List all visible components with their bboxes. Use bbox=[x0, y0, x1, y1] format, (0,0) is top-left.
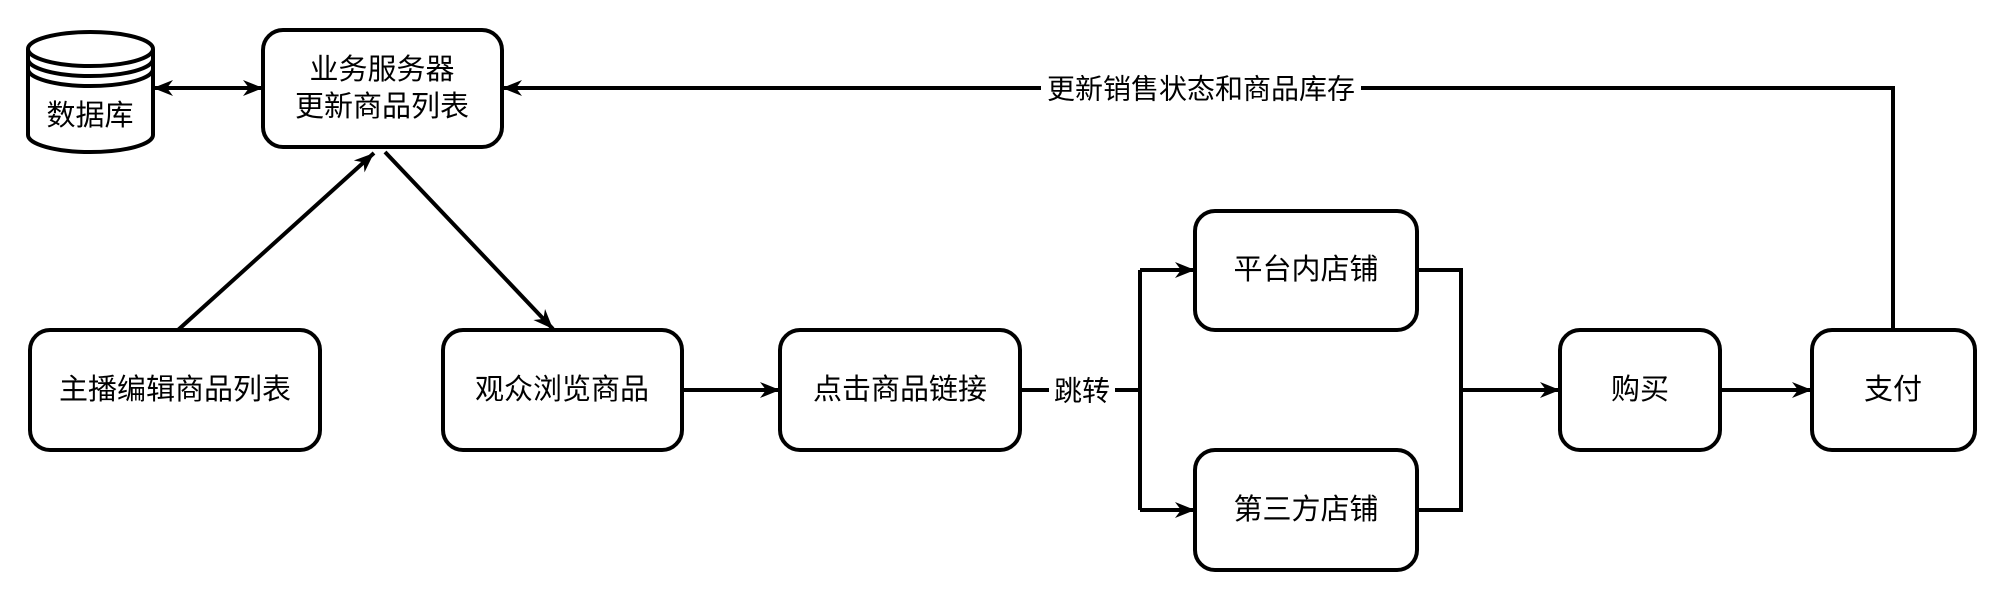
node-click-link-shape bbox=[778, 328, 1022, 452]
database-cylinder-icon bbox=[26, 30, 155, 154]
node-server-label-line1: 业务服务器 bbox=[309, 53, 454, 86]
node-viewer-browse-shape bbox=[441, 328, 684, 452]
node-pay-label: 支付 bbox=[1864, 373, 1922, 406]
node-database: 数据库 bbox=[26, 30, 155, 154]
node-host-edit: 主播编辑商品列表 bbox=[28, 328, 322, 452]
node-click-link-label: 点击商品链接 bbox=[813, 373, 987, 406]
node-viewer-browse: 观众浏览商品 bbox=[441, 328, 684, 452]
node-thirdparty-store-label: 第三方店铺 bbox=[1233, 493, 1378, 526]
edge-pay-server-feedback bbox=[502, 80, 1895, 330]
node-buy-shape bbox=[1558, 328, 1722, 452]
database-ring-2 bbox=[26, 58, 155, 78]
edge-label-update-status-mask bbox=[1041, 70, 1361, 106]
node-host-edit-shape bbox=[28, 328, 322, 452]
node-click-link: 点击商品链接 bbox=[778, 328, 1022, 452]
database-ring-1 bbox=[26, 48, 155, 68]
node-viewer-browse-label: 观众浏览商品 bbox=[475, 373, 649, 406]
node-platform-store-shape bbox=[1193, 209, 1419, 332]
node-platform-store: 平台内店铺 bbox=[1193, 209, 1419, 332]
node-buy-label: 购买 bbox=[1611, 373, 1669, 406]
node-thirdparty-store-shape bbox=[1193, 448, 1419, 572]
edge-thirdparty-merge bbox=[1417, 390, 1463, 512]
node-database-label: 数据库 bbox=[46, 99, 133, 132]
edge-label-redirect-mask bbox=[1049, 373, 1115, 407]
node-server: 业务服务器 更新商品列表 bbox=[261, 28, 504, 149]
node-server-shape bbox=[261, 28, 504, 149]
node-platform-store-label: 平台内店铺 bbox=[1233, 253, 1378, 286]
edge-label-redirect: 跳转 bbox=[1049, 373, 1115, 407]
edge-label-update-status: 更新销售状态和商品库存 bbox=[1041, 70, 1361, 106]
database-ring-3 bbox=[26, 68, 155, 88]
node-pay: 支付 bbox=[1810, 328, 1977, 452]
node-buy: 购买 bbox=[1558, 328, 1722, 452]
node-pay-shape bbox=[1810, 328, 1977, 452]
edge-platform-merge bbox=[1417, 268, 1463, 390]
edge-label-redirect-text: 跳转 bbox=[1054, 376, 1110, 407]
edge-server-viewer bbox=[383, 150, 555, 331]
node-thirdparty-store: 第三方店铺 bbox=[1193, 448, 1419, 572]
edge-label-update-status-text: 更新销售状态和商品库存 bbox=[1047, 74, 1355, 105]
node-host-edit-label: 主播编辑商品列表 bbox=[59, 373, 291, 406]
edge-host-server bbox=[176, 151, 376, 332]
node-server-label-line2: 更新商品列表 bbox=[295, 90, 469, 123]
